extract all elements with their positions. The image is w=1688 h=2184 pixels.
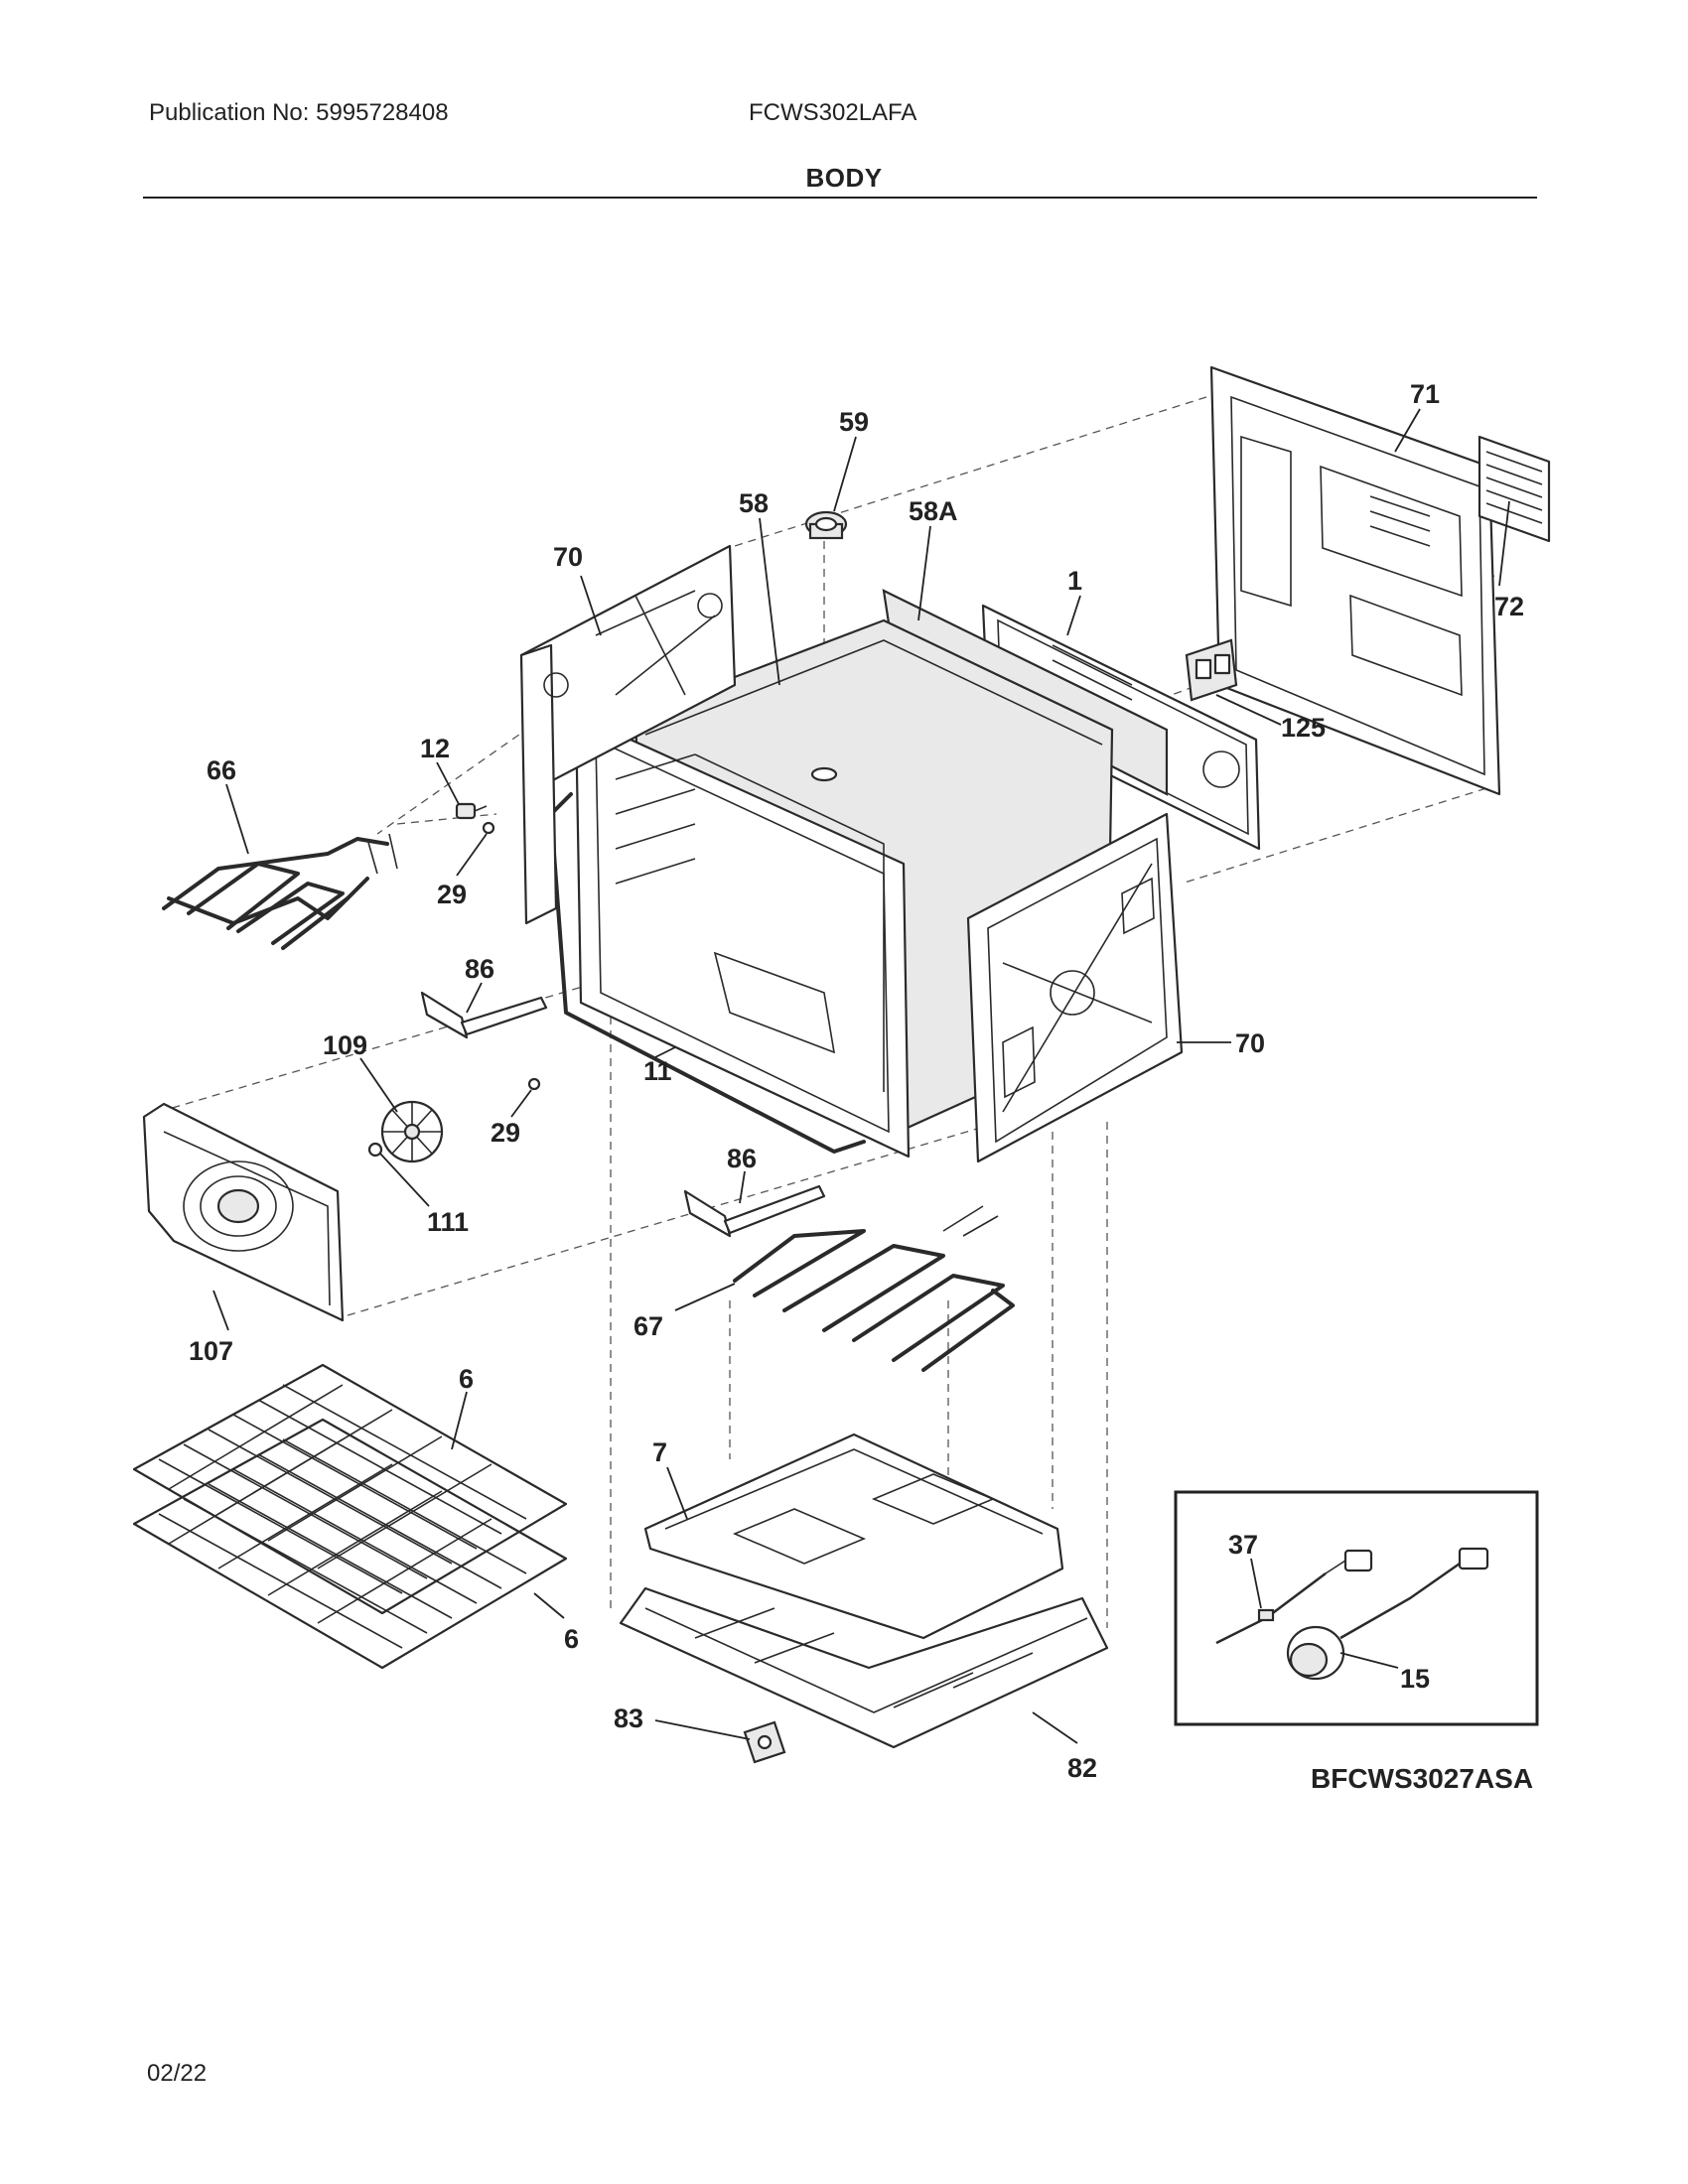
oven-rack-lower: [132, 1418, 568, 1670]
side-panel-left: [519, 544, 737, 925]
callout-67: 67: [633, 1311, 663, 1341]
callout-12: 12: [420, 734, 450, 763]
callout-70-right: 70: [1235, 1028, 1265, 1058]
bottom-panel: [643, 1433, 1064, 1640]
callout-29-upper: 29: [437, 880, 467, 909]
sensor-bracket: [455, 802, 488, 820]
inset-detail-box: [1174, 1490, 1539, 1726]
model-number: FCWS302LAFA: [749, 99, 917, 126]
callout-labels: 71 72 125 1 58A 58 59 70 70 66 12 29 86 …: [189, 379, 1524, 1783]
oven-light-assembly: [1286, 1547, 1489, 1681]
convection-fan-blade: [380, 1100, 444, 1163]
callout-6-lower: 6: [564, 1624, 579, 1654]
callout-15: 15: [1400, 1664, 1430, 1694]
callout-82: 82: [1067, 1753, 1097, 1783]
bottom-frame: [619, 1586, 1109, 1749]
callout-72: 72: [1494, 592, 1524, 621]
hinge-lower: [683, 1184, 826, 1238]
screw-lower: [527, 1077, 541, 1091]
drawing-code: BFCWS3027ASA: [1311, 1763, 1534, 1794]
page-number: 02/22: [147, 2060, 208, 2087]
callout-107: 107: [189, 1336, 233, 1366]
callout-111: 111: [427, 1207, 469, 1237]
callout-71: 71: [1410, 379, 1440, 409]
connector-block: [1185, 638, 1238, 702]
page-title: BODY: [805, 163, 883, 193]
screw-upper: [482, 821, 495, 835]
side-panel-front-right: [966, 812, 1184, 1163]
convection-fan-cover: [142, 1102, 345, 1322]
callout-37: 37: [1228, 1530, 1258, 1560]
callout-29-lower: 29: [491, 1118, 520, 1148]
callout-109: 109: [323, 1030, 367, 1060]
vent-grille: [1477, 435, 1551, 543]
bake-element: [733, 1205, 1015, 1372]
callout-58A: 58A: [909, 496, 958, 526]
header-divider: [143, 197, 1537, 199]
back-panel: [1209, 365, 1501, 796]
fan-nut: [367, 1142, 383, 1158]
callout-6-upper: 6: [459, 1364, 474, 1394]
oven-cavity-frame: [549, 713, 911, 1159]
callout-66: 66: [207, 755, 236, 785]
lower-bracket: [743, 1720, 786, 1764]
broil-element: [162, 833, 398, 950]
publication-number: Publication No: 5995728408: [149, 99, 449, 126]
hinge-upper: [420, 991, 548, 1039]
vent-cap: [804, 510, 848, 540]
callout-86-upper: 86: [465, 954, 494, 984]
callout-86-lower: 86: [727, 1144, 757, 1173]
callout-7: 7: [652, 1437, 667, 1467]
callout-83: 83: [614, 1704, 643, 1733]
callout-70-left: 70: [553, 542, 583, 572]
callout-11: 11: [643, 1056, 672, 1086]
callout-125: 125: [1281, 713, 1326, 743]
temperature-probe: [1215, 1549, 1373, 1645]
callout-1: 1: [1067, 566, 1082, 596]
callout-59: 59: [839, 407, 869, 437]
leader-lines: [212, 408, 1510, 1744]
callout-58: 58: [739, 488, 769, 518]
